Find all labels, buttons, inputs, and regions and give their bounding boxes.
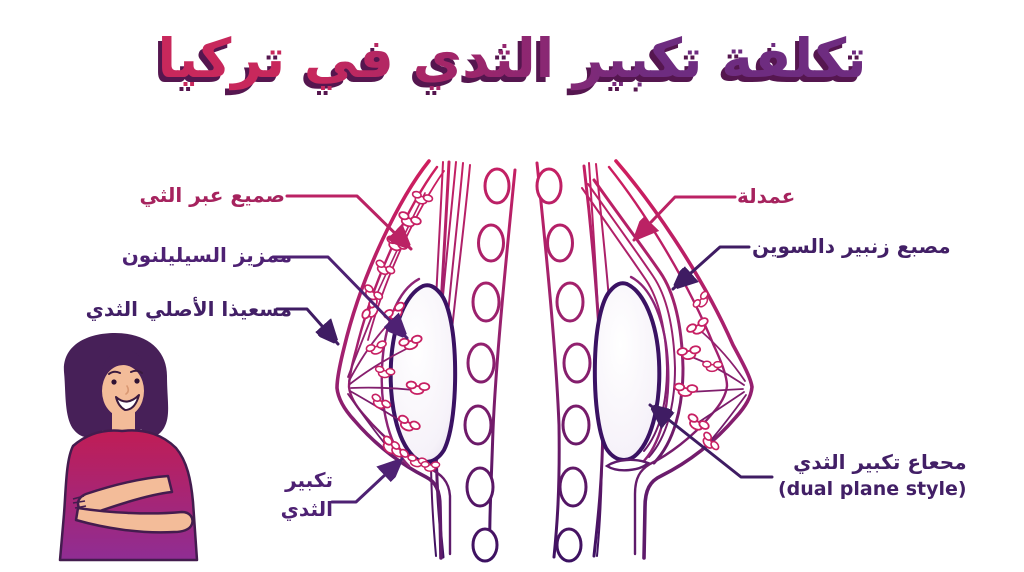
page-title: تكلفة تكبير الثدي في تركيا [0,20,1024,98]
callout-connectors [271,194,774,504]
woman-nose [125,385,130,395]
connector-muscle-right [634,195,737,240]
right-breast-diagram [535,159,754,563]
left-glandular-tissue [347,189,441,472]
right-glandular-tissue [672,289,747,455]
label-breast-augmentation-line2: الثدي [280,497,333,521]
connector-fold-left [330,459,402,504]
left-rib-column [434,160,517,563]
label-dual-plane-right: محعاع تكبير الثدي (dual plane style) [778,449,967,503]
label-breast-augmentation-line1: تكبير [285,468,333,492]
connector-implant-left [271,255,407,338]
right-implant [592,275,670,472]
connector-skin-left [285,194,411,249]
label-implant-pocket-right: مصبع زنبير دالسوين [752,234,951,258]
connector-implant-right [650,405,774,479]
label-skin-layer-left: صميع عبر الثي [139,183,285,207]
woman-crossed-arms [72,474,194,534]
label-breast-augmentation-left: تكبير الثدي [281,466,333,524]
label-silicone-implant-left: ممزيز السيليلنون [121,243,292,267]
label-breast-tissue-left: مسعيذا الأصلي الثدي [85,297,292,321]
woman-eyebrows [108,369,143,375]
label-muscle-right: عمدلة [737,184,796,208]
connector-gland-left [275,307,338,344]
right-skin-layers [607,159,754,560]
left-breast-diagram [335,159,517,563]
woman-mouth [115,394,140,411]
woman-eyes [111,378,140,385]
woman-fringe [100,350,148,386]
label-dual-plane-english: (dual plane style) [778,478,967,500]
woman-illustration [58,333,199,562]
connector-layer-right [673,245,751,289]
label-dual-plane-arabic: محعاع تكبير الثدي [793,450,967,474]
